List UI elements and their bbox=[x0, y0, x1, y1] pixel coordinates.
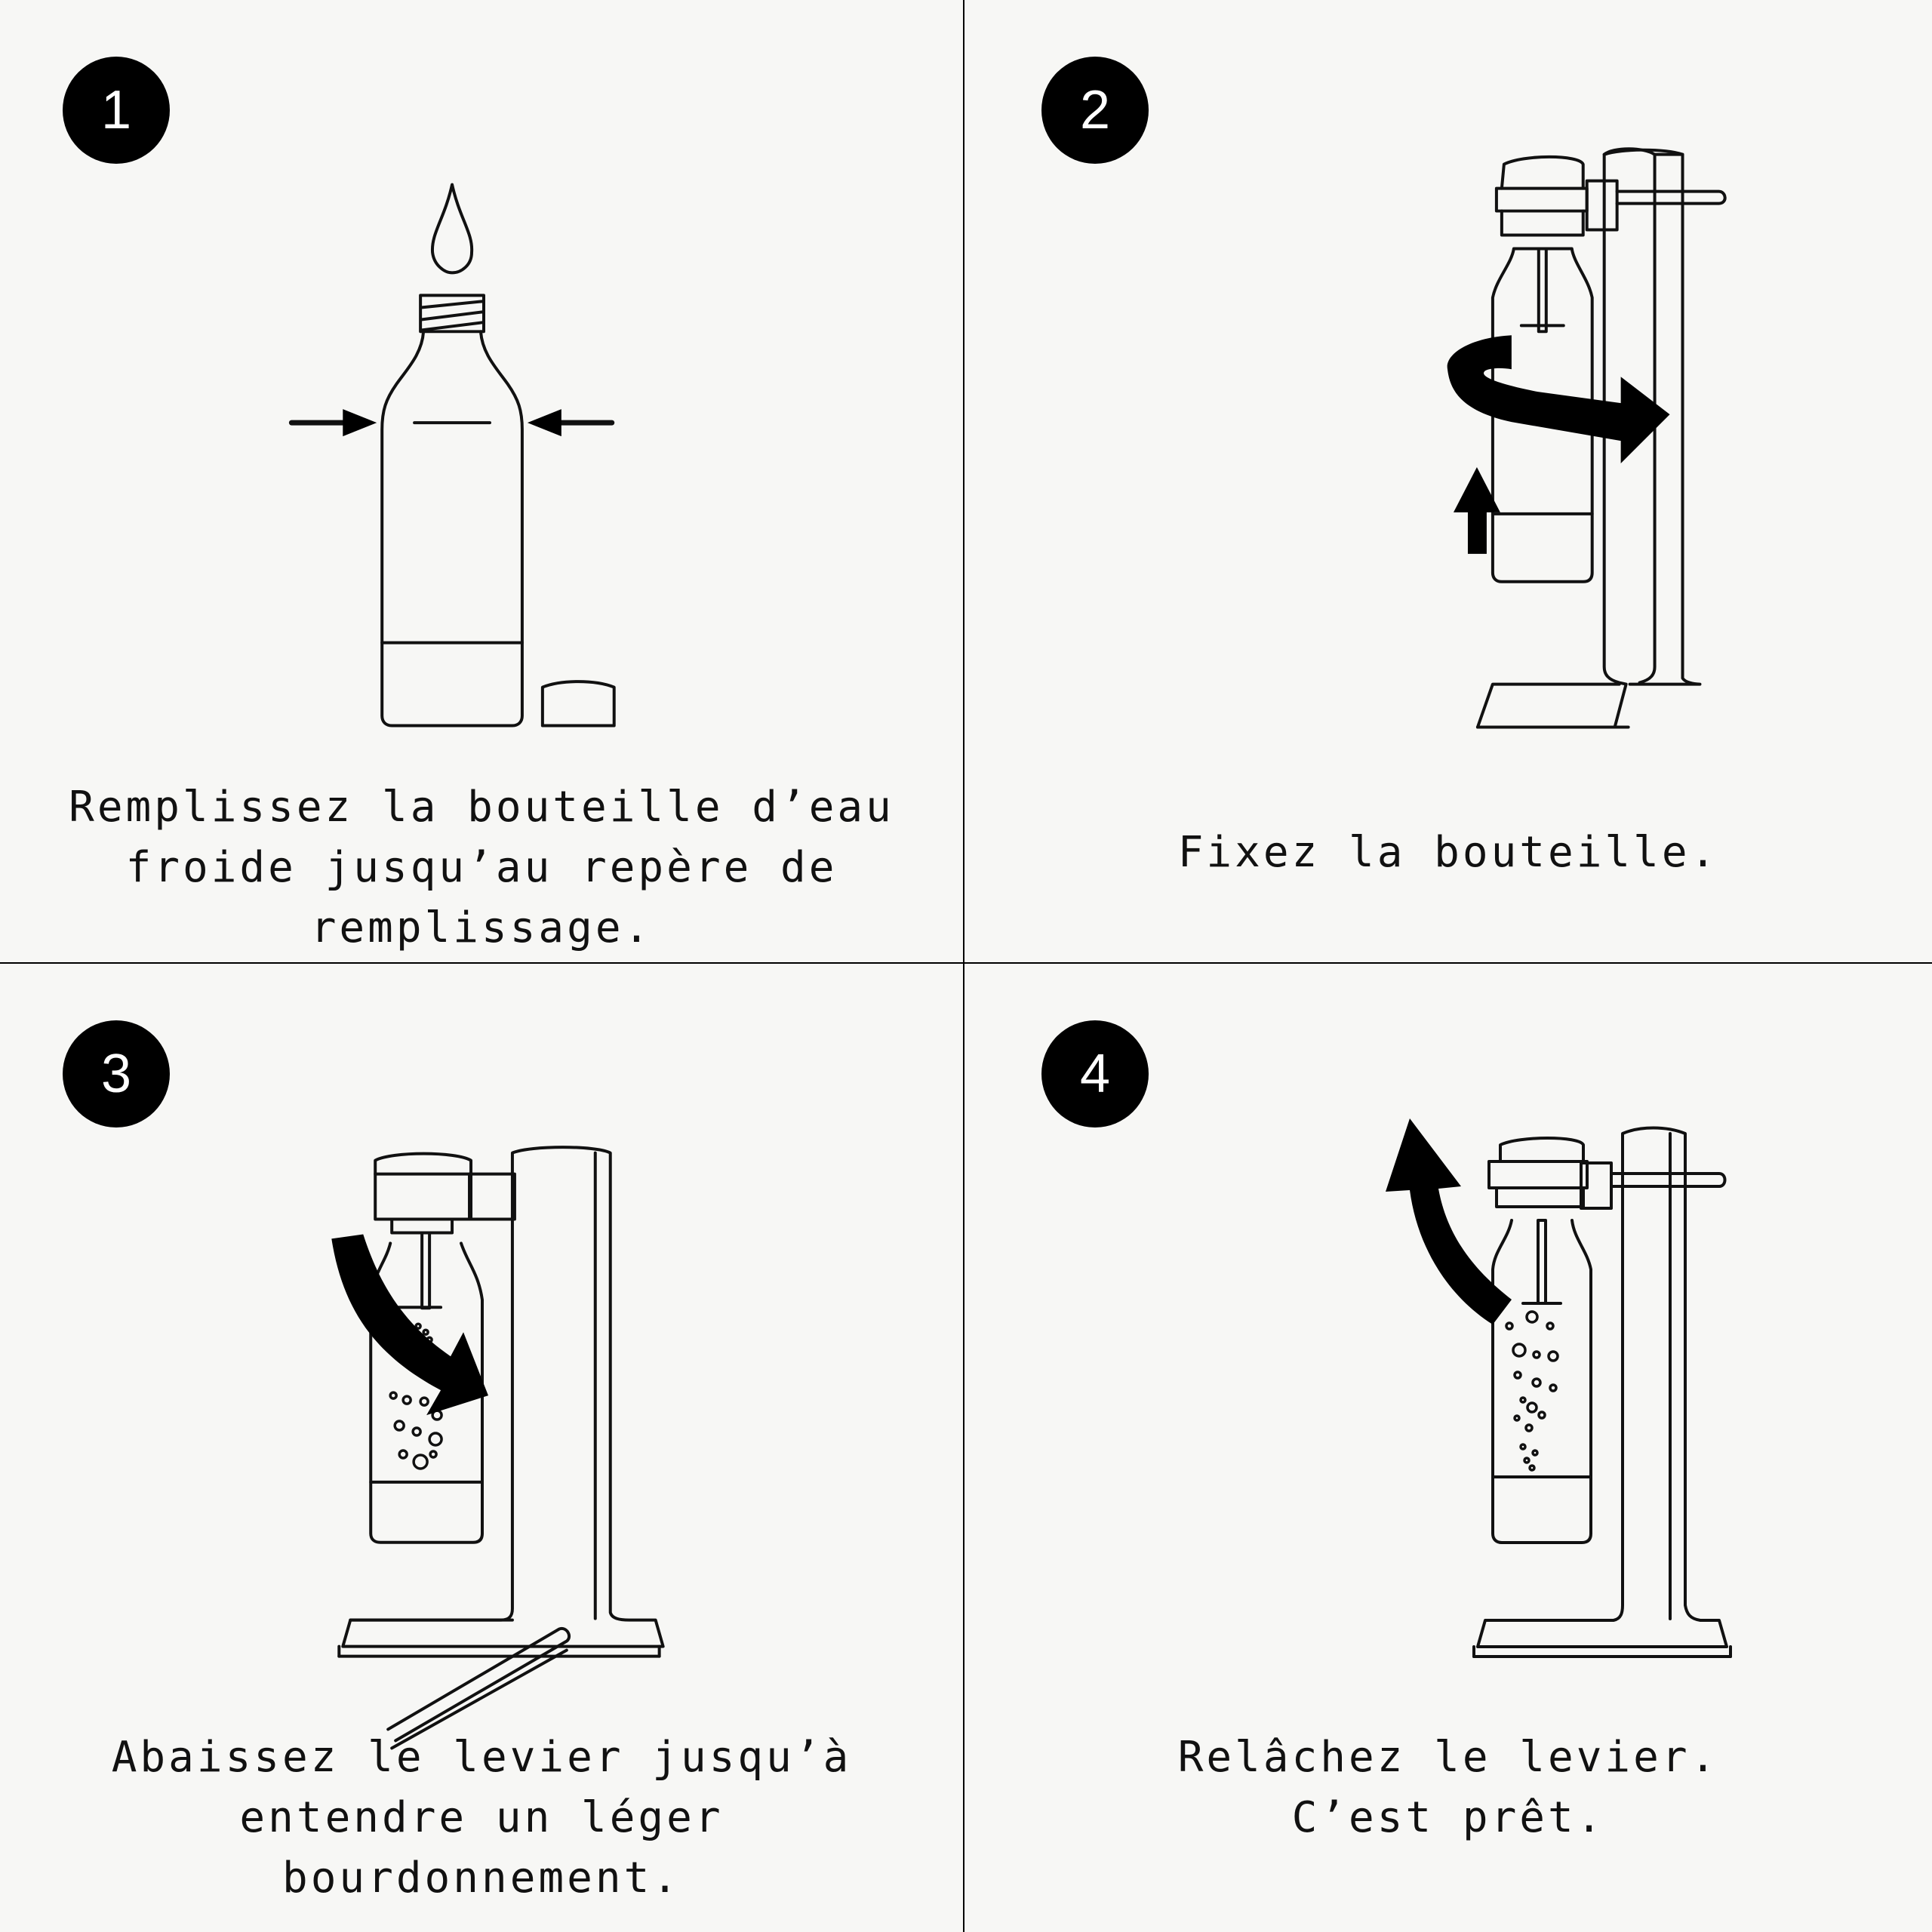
step-4-panel: 4 bbox=[964, 964, 1932, 1932]
step-caption: Fixez la bouteille. bbox=[1177, 828, 1719, 877]
attach-bottle-illustration bbox=[1447, 147, 1727, 729]
step-number-badge: 4 bbox=[1041, 1020, 1149, 1128]
step-caption: Relâchez le levier. C’est prêt. bbox=[1177, 1733, 1719, 1842]
step-caption: Abaissez le levier jusqu’à entendre un l… bbox=[111, 1733, 852, 1903]
soda-machine-icon bbox=[337, 1146, 665, 1658]
step-number-badge: 1 bbox=[63, 57, 170, 164]
step-caption: Remplissez la bouteille d’eau froide jus… bbox=[69, 783, 894, 952]
bottle-icon bbox=[1487, 1137, 1592, 1544]
up-arrow-icon bbox=[1453, 467, 1500, 554]
fill-bottle-illustration bbox=[288, 183, 616, 728]
bottle-icon bbox=[380, 294, 524, 728]
bubbles-icon bbox=[389, 1322, 443, 1470]
water-drop-icon bbox=[431, 183, 474, 275]
soda-machine-icon bbox=[1472, 1126, 1732, 1658]
rotate-arrow-icon bbox=[1447, 335, 1670, 464]
lever-up-arrow-icon bbox=[1386, 1118, 1512, 1324]
press-lever-illustration bbox=[331, 1146, 665, 1750]
step-1-panel: 1 Remplissez la bouteille d’eau bbox=[0, 0, 964, 964]
step-number-badge: 3 bbox=[63, 1020, 170, 1128]
bottle-icon bbox=[1491, 155, 1594, 583]
cap-icon bbox=[540, 680, 616, 728]
lever-icon bbox=[386, 1626, 571, 1750]
release-lever-illustration bbox=[1386, 1118, 1732, 1658]
bubbles-icon bbox=[1505, 1310, 1559, 1472]
down-arrow-icon bbox=[331, 1234, 488, 1416]
step-2-panel: 2 bbox=[964, 0, 1932, 964]
fill-arrow-icon bbox=[288, 409, 615, 437]
step-3-panel: 3 bbox=[0, 964, 964, 1932]
step-number-badge: 2 bbox=[1041, 57, 1149, 164]
